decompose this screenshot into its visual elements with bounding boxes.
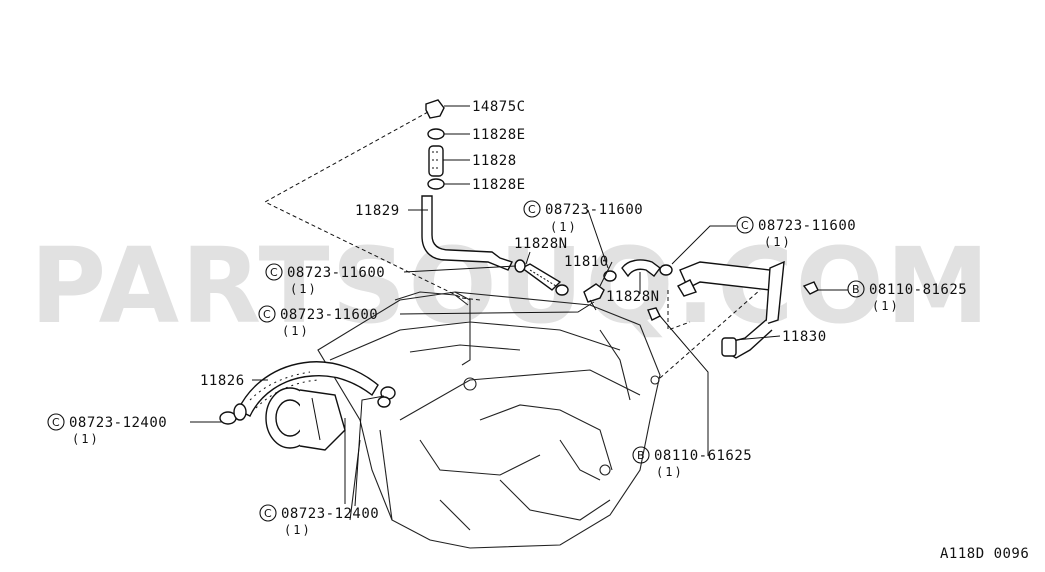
svg-text:11828: 11828 <box>472 153 517 169</box>
svg-text:11828N: 11828N <box>606 289 660 305</box>
clamp-08723-12400-right <box>377 386 396 408</box>
svg-text:08723-12400: 08723-12400 <box>69 415 167 431</box>
callout-11828: 11828 <box>472 153 517 169</box>
svg-text:(1): (1) <box>550 220 578 234</box>
callout-11826: 11826 <box>200 373 245 389</box>
leader-lines <box>190 105 848 507</box>
callout-08110-61625: B 08110-61625 (1) <box>632 446 752 479</box>
hose-11828 <box>428 145 444 177</box>
clamp-08723-12400-left <box>219 403 247 425</box>
svg-text:08723-11600: 08723-11600 <box>280 307 378 323</box>
prefix-c-icon: C <box>264 507 272 520</box>
svg-text:08110-81625: 08110-81625 <box>869 282 967 298</box>
valve-14875c <box>425 99 445 119</box>
svg-text:11830: 11830 <box>782 329 827 345</box>
callout-08723-12400-b: C 08723-12400 (1) <box>259 504 379 537</box>
svg-text:11810: 11810 <box>564 254 609 270</box>
callout-11828n-left: 11828N <box>514 236 568 252</box>
callout-11828e-top: 11828E <box>472 127 526 143</box>
callout-08723-12400-a: C 08723-12400 (1) <box>47 413 167 446</box>
prefix-c-icon: C <box>528 203 536 216</box>
pcv-valve-11810 <box>583 283 605 311</box>
svg-text:11828E: 11828E <box>472 177 526 193</box>
pipe-11830 <box>677 260 785 359</box>
prefix-c-icon: C <box>741 219 749 232</box>
callout-08723-11600-a: C 08723-11600 (1) <box>523 200 643 234</box>
svg-text:08723-12400: 08723-12400 <box>281 506 379 522</box>
callout-11830: 11830 <box>782 329 827 345</box>
svg-text:(1): (1) <box>290 282 318 296</box>
svg-text:08723-11600: 08723-11600 <box>287 265 385 281</box>
figure-code: A118D 0096 <box>940 546 1029 562</box>
svg-text:(1): (1) <box>872 299 900 313</box>
guide-dash-mid <box>461 297 481 301</box>
callout-11829: 11829 <box>355 203 400 219</box>
callout-14875c: 14875C <box>472 99 526 115</box>
callout-08723-11600-b: C 08723-11600 (1) <box>736 216 856 249</box>
callout-08723-11600-d: C 08723-11600 (1) <box>258 305 378 338</box>
svg-text:(1): (1) <box>656 465 684 479</box>
svg-text:08110-61625: 08110-61625 <box>654 448 752 464</box>
svg-text:11828N: 11828N <box>514 236 568 252</box>
guide-dash-engine <box>659 289 761 379</box>
prefix-b-icon: B <box>852 283 860 296</box>
callout-11828n-right: 11828N <box>606 289 660 305</box>
svg-text:08723-11600: 08723-11600 <box>758 218 856 234</box>
guide-dash-top <box>263 111 463 299</box>
callout-11828e-bottom: 11828E <box>472 177 526 193</box>
svg-text:11829: 11829 <box>355 203 400 219</box>
prefix-b-icon: B <box>637 449 645 462</box>
svg-text:08723-11600: 08723-11600 <box>545 202 643 218</box>
callout-08723-11600-c: C 08723-11600 (1) <box>265 263 385 296</box>
clamp-11828e-top <box>427 128 445 140</box>
pipe-11829 <box>421 195 513 271</box>
svg-text:(1): (1) <box>764 235 792 249</box>
hose-11826 <box>237 361 379 417</box>
watermark: PARTSOUQ.COM <box>30 225 991 347</box>
svg-text:11828E: 11828E <box>472 127 526 143</box>
svg-text:(1): (1) <box>284 523 312 537</box>
throttle-body <box>265 387 346 451</box>
hose-11828n-right <box>621 259 673 278</box>
prefix-c-icon: C <box>52 416 60 429</box>
svg-text:(1): (1) <box>72 432 100 446</box>
clamp-11828e-bottom <box>427 178 445 190</box>
callout-11810: 11810 <box>564 254 609 270</box>
prefix-c-icon: C <box>270 266 278 279</box>
engine-block <box>317 291 661 549</box>
prefix-c-icon: C <box>263 308 271 321</box>
svg-text:14875C: 14875C <box>472 99 526 115</box>
svg-text:11826: 11826 <box>200 373 245 389</box>
svg-text:(1): (1) <box>282 324 310 338</box>
clamp-08723-11600-b <box>603 270 617 282</box>
callout-08110-81625: B 08110-81625 (1) <box>847 280 967 313</box>
